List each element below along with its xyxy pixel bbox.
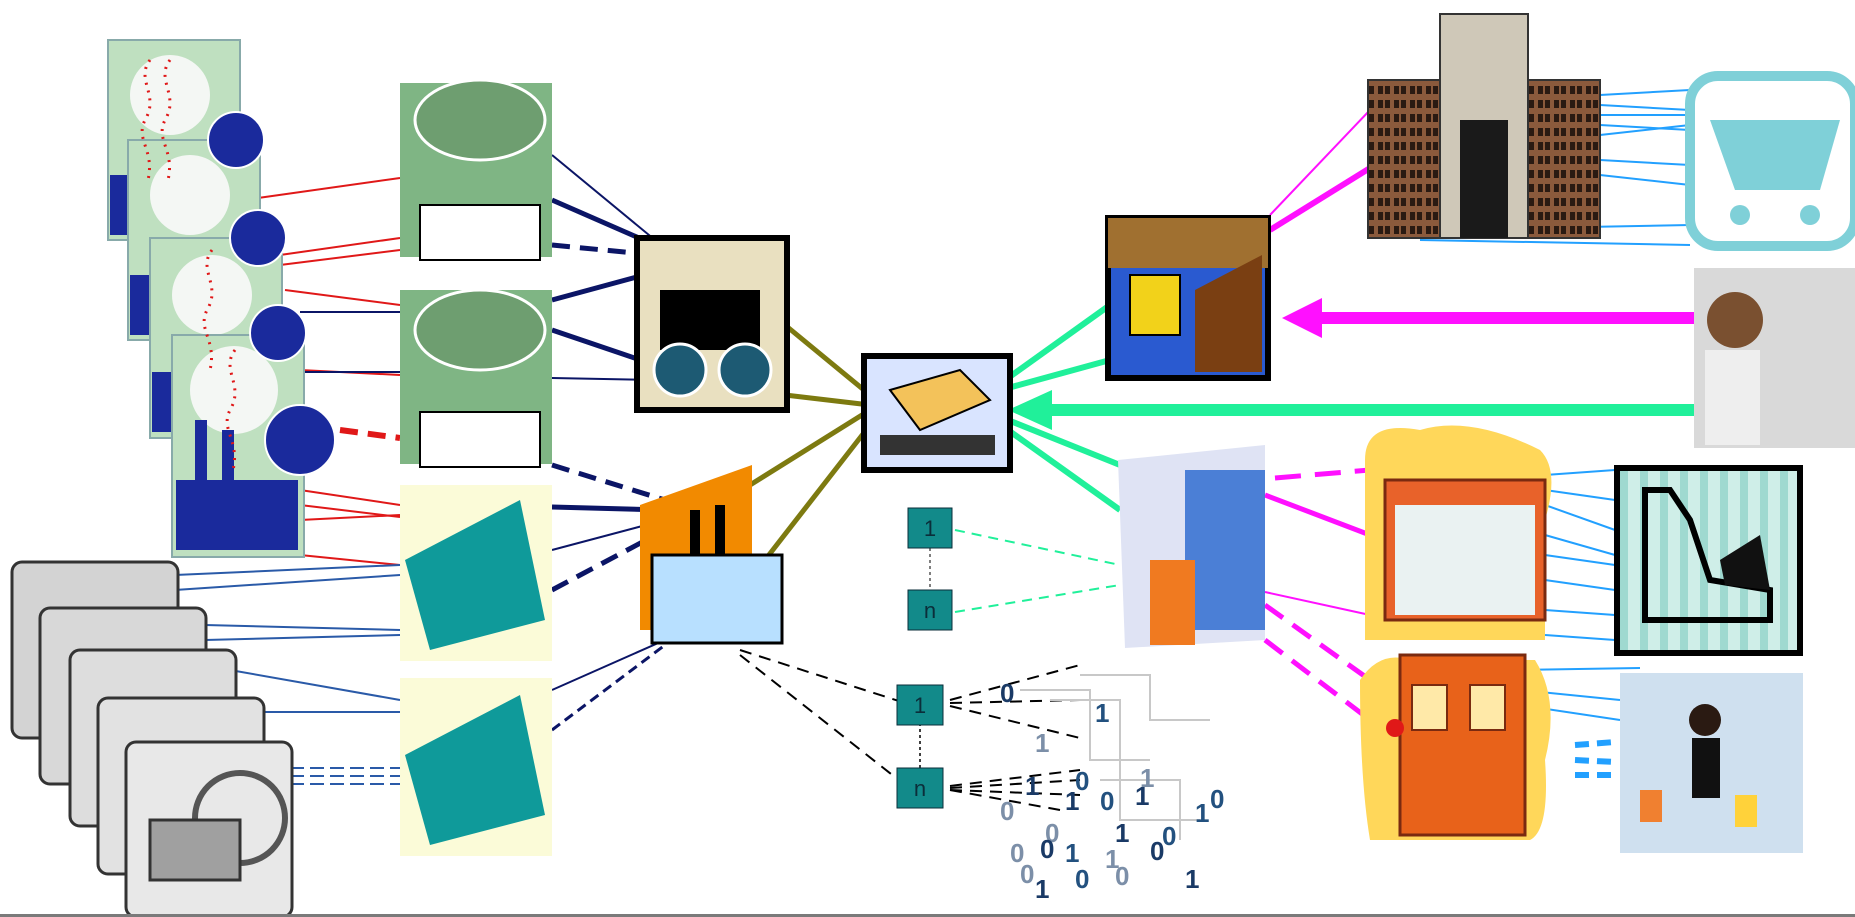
binary-digit: 1: [1025, 771, 1039, 801]
binary-digit: 1: [1035, 728, 1049, 758]
cash-register-icon: [1614, 465, 1803, 656]
binary-digit: 1: [1135, 781, 1149, 811]
distribution-links: [954, 302, 1122, 613]
raw-material-links: [300, 311, 400, 373]
cardinality-box-many: [896, 767, 944, 809]
binary-digit: 0: [1210, 784, 1224, 814]
binary-digit: 0: [1000, 678, 1014, 708]
bottom-divider: [0, 914, 1855, 917]
package-conveyor-icon: [861, 353, 1013, 473]
cardinality-box-one: [907, 507, 953, 549]
binary-digit: 0: [1162, 821, 1176, 851]
binary-digit: 1: [1140, 763, 1154, 793]
warehouse-icon: [1118, 445, 1265, 648]
globe-icon: [207, 111, 336, 476]
department-store-icon: [1367, 13, 1601, 239]
cardinality-one-label: 1: [914, 693, 926, 718]
binary-digit: 1: [1065, 838, 1079, 868]
binary-digit: 0: [1000, 796, 1014, 826]
binary-digit: 0: [1150, 836, 1164, 866]
binary-digit: 0: [1075, 766, 1089, 796]
order-arrows: [1008, 298, 1700, 430]
paint-store-icon: [1360, 653, 1551, 840]
factory-gears-icon: [634, 235, 790, 413]
retail-links: [1263, 109, 1372, 722]
toy-store-icon: [1365, 425, 1552, 640]
cardinality-one-label: 1: [924, 516, 936, 541]
cardinality-bottom: 1 n: [896, 684, 944, 809]
factory-building-icon: [640, 465, 784, 645]
cardinality-many-label: n: [914, 776, 926, 801]
cardinality-many-label: n: [924, 598, 936, 623]
binary-digit: 0: [1075, 864, 1089, 894]
steel-links: [174, 564, 401, 785]
binary-digit: 1: [1195, 798, 1209, 828]
shopping-cart-icon: [1685, 71, 1855, 251]
customer-icon: [1694, 268, 1855, 448]
binary-digit: 0: [1010, 838, 1024, 868]
binary-digit: 1: [1035, 874, 1049, 904]
shopper-icon: [1620, 673, 1803, 853]
binary-digit: 0: [1045, 818, 1059, 848]
binary-digit: 1: [1115, 818, 1129, 848]
binary-digit: 1: [1095, 698, 1109, 728]
circuit-traces: [1020, 674, 1210, 840]
supplier-cards: [107, 39, 336, 558]
binary-digit: 0: [1020, 859, 1034, 889]
cardinality-box-many: [907, 589, 953, 631]
steam-engine-icon: [10, 560, 294, 917]
smoke-trail: [140, 59, 237, 471]
binary-digit: 0: [1100, 786, 1114, 816]
factory-smoke-icon: [400, 78, 552, 468]
binary-digit: 0: [1040, 834, 1054, 864]
forklift-icon: [1105, 215, 1271, 381]
binary-digit: 1: [1105, 844, 1119, 874]
binary-digit: 0: [1115, 861, 1129, 891]
cardinality-top: 1 n: [907, 507, 953, 631]
binary-digit: 1: [1065, 786, 1079, 816]
binary-digit: 1: [1185, 864, 1199, 894]
factory-building-icon: [400, 485, 552, 856]
cardinality-box-one: [896, 684, 944, 726]
manufacturer-links: [748, 323, 872, 562]
